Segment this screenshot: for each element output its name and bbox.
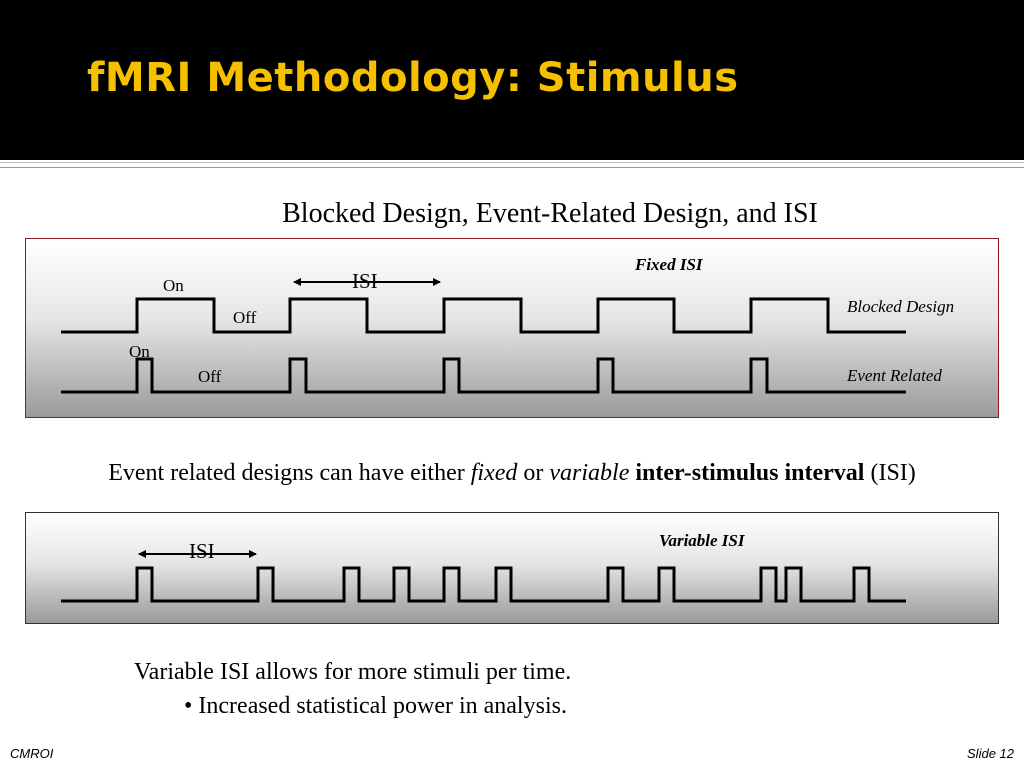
blocked-design-wave	[61, 297, 906, 334]
caption-intro: Event related designs can have either	[108, 460, 471, 486]
blocked-design-label: Blocked Design	[847, 297, 955, 316]
note-line-1: Variable ISI allows for more stimuli per…	[134, 659, 572, 685]
variable-isi-label: ISI	[189, 539, 215, 563]
event-related-label: Event Related	[847, 366, 942, 385]
variable-isi-wave	[61, 566, 906, 603]
slide-header: fMRI Methodology: Stimulus	[0, 0, 1024, 160]
slide-number: Slide 12	[967, 746, 1014, 761]
fixed-isi-svg	[61, 278, 906, 394]
fixed-isi-label: ISI	[352, 269, 378, 293]
event-off-label: Off	[198, 367, 222, 386]
blocked-on-label: On	[163, 276, 184, 295]
header-divider	[0, 162, 1024, 168]
caption-fixed: fixed	[470, 460, 518, 486]
fixed-isi-panel: Fixed ISI ISI On Off Blocked Design On O…	[25, 238, 999, 418]
variable-isi-title: Variable ISI	[659, 531, 745, 550]
variable-isi-panel: Variable ISI ISI	[25, 512, 999, 624]
caption-variable: variable	[549, 460, 630, 486]
diagram-title: Blocked Design, Event-Related Design, an…	[282, 198, 818, 229]
variable-isi-svg	[61, 550, 906, 603]
footer-left: CMROI	[10, 746, 54, 761]
caption-term: inter-stimulus interval	[635, 460, 865, 486]
blocked-off-label: Off	[233, 308, 257, 327]
caption-tail: (ISI)	[864, 460, 916, 486]
caption-or: or	[517, 460, 550, 486]
fixed-isi-title: Fixed ISI	[635, 255, 703, 274]
note-bullet-1: • Increased statistical power in analysi…	[184, 693, 567, 719]
slide-title: fMRI Methodology: Stimulus	[87, 55, 739, 101]
isi-caption: Event related designs can have either fi…	[0, 460, 1024, 487]
event-related-wave	[61, 357, 906, 394]
event-on-label: On	[129, 342, 150, 361]
